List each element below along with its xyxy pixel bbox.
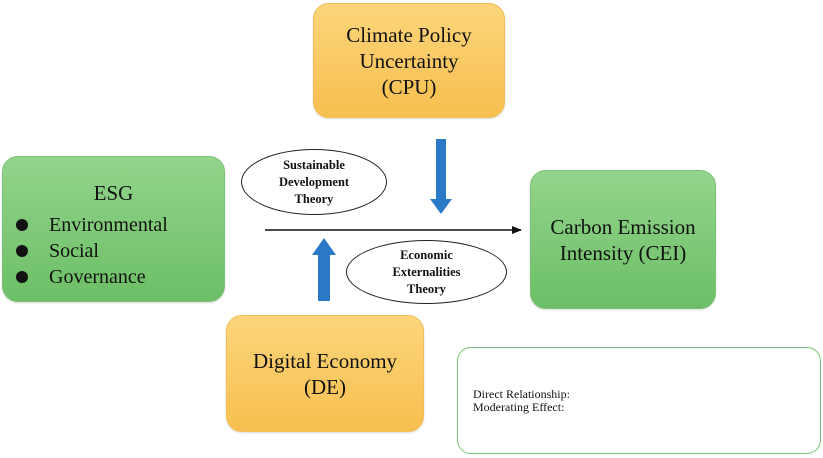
legend-direct-label: Direct Relationship: [473, 387, 570, 401]
esg-item-label: Social [49, 240, 99, 262]
legend-box: Direct Relationship: Moderating Effect: [457, 347, 821, 454]
esg-item-label: Environmental [49, 214, 168, 236]
cpu-moderating-arrow [430, 139, 452, 214]
esg-item: Social [16, 238, 168, 264]
esg-title: ESG [93, 181, 134, 205]
bullet-icon [16, 271, 28, 283]
bullet-icon [16, 219, 28, 231]
cei-label: Carbon Emission Intensity (CEI) [550, 214, 696, 265]
esg-item-label: Governance [49, 266, 146, 288]
cpu-box: Climate Policy Uncertainty (CPU) [313, 3, 505, 118]
esg-box: ESG Environmental Social Governance [2, 156, 225, 302]
cei-box: Carbon Emission Intensity (CEI) [530, 170, 716, 309]
esg-item: Environmental [16, 212, 168, 238]
sustainable-development-theory-ellipse: Sustainable Development Theory [241, 149, 387, 215]
de-box: Digital Economy (DE) [226, 315, 424, 432]
esg-list: Environmental Social Governance [3, 212, 168, 290]
economic-externalities-theory-ellipse: Economic Externalities Theory [346, 240, 507, 304]
de-moderating-arrow [312, 238, 336, 301]
cpu-label: Climate Policy Uncertainty (CPU) [346, 22, 472, 99]
bullet-icon [16, 245, 28, 257]
legend-moderating-label: Moderating Effect: [473, 400, 565, 414]
de-label: Digital Economy (DE) [252, 348, 398, 399]
esg-item: Governance [16, 264, 168, 290]
